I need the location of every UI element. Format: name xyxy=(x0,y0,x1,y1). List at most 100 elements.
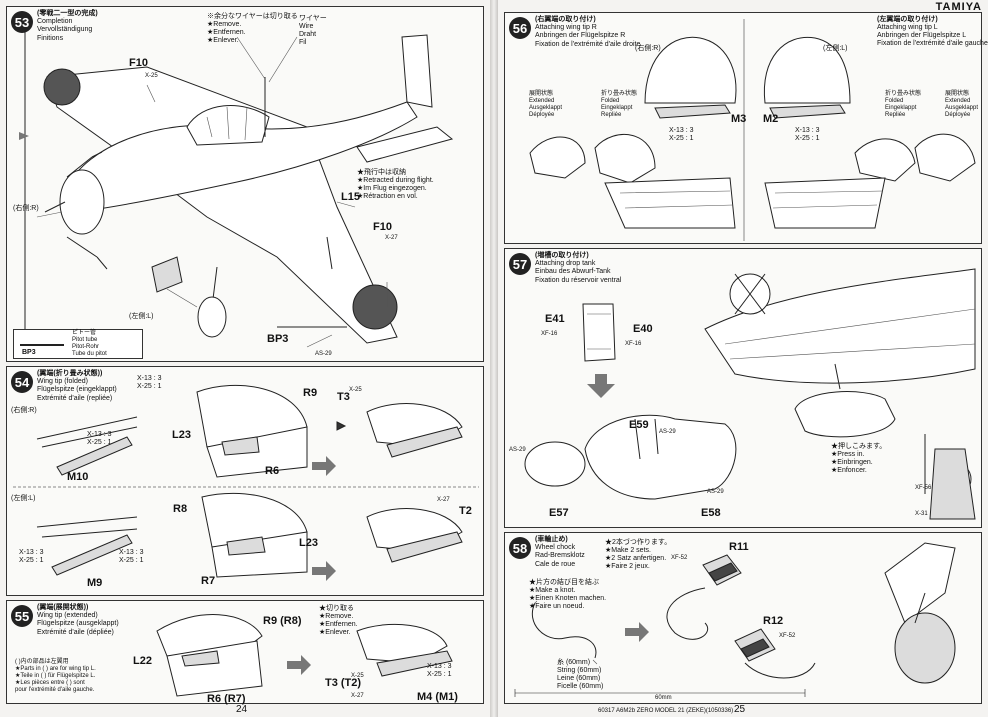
part-f10: F10 xyxy=(129,57,148,69)
extended-label-r: 展開状態 Extended Ausgeklappt Déployée xyxy=(529,91,563,118)
step-number: 55 xyxy=(11,605,33,627)
left-side-label: (左側:L) xyxy=(823,45,848,52)
press-note: ★押しこみます。 ★Press in. ★Einbringen. ★Enfonc… xyxy=(831,443,887,474)
step-number: 58 xyxy=(509,537,531,559)
paint-xf52-b: XF-52 xyxy=(779,633,796,639)
step-53-panel: 53 (零戦二一型の完成) Completion Vervollständigu… xyxy=(6,6,484,362)
mix-note-2: X-13 : 3 X-25 : 1 xyxy=(87,431,112,446)
right-page: TAMIYA 56 (右翼端の取り付け) Attaching wing tip … xyxy=(498,0,988,717)
left-side-label: (左側:L) xyxy=(11,495,36,502)
paint-x31: X-31 xyxy=(915,511,928,517)
right-side-label: (右側:R) xyxy=(13,205,39,212)
step-57-panel: 57 (増槽の取り付け) Attaching drop tank Einbau … xyxy=(504,248,982,528)
mix-note-1: X-13 : 3 X-25 : 1 xyxy=(137,375,162,390)
part-t2: T2 xyxy=(459,505,472,517)
part-f10-b: F10 xyxy=(373,221,392,233)
step-title: (翼端(折り畳み状態)) Wing tip (folded) Flügelspi… xyxy=(37,370,117,402)
retract-note: ★飛行中は収納 ★Retracted during flight. ★Im Fl… xyxy=(357,169,434,200)
mix-note-4: X-13 : 3 X-25 : 1 xyxy=(119,549,144,564)
part-e57: E57 xyxy=(549,507,569,519)
folded-label-l: 折り畳み状態 Folded Eingeklappt Repliée xyxy=(885,91,922,118)
paint-x27: X-27 xyxy=(351,693,364,699)
wing-tip-extended-drawing xyxy=(156,614,453,697)
step-title-right: (右翼端の取り付け) Attaching wing tip R Anbringe… xyxy=(535,16,641,48)
step-number: 56 xyxy=(509,17,531,39)
part-r11: R11 xyxy=(729,541,749,553)
part-r8: R8 xyxy=(173,503,188,515)
pitot-legend: BP3 ピトー管 Pitot tube Pitot-Rohr Tube du p… xyxy=(13,329,143,359)
part-m4-m1: M4 (M1) xyxy=(417,691,458,703)
part-t3-t2: T3 (T2) xyxy=(325,677,362,689)
part-l15: L15 xyxy=(341,191,360,203)
paint-as29-c: AS-29 xyxy=(707,489,724,495)
mix-note: X-13 : 3 X-25 : 1 xyxy=(427,663,452,678)
book-gutter xyxy=(490,0,498,717)
part-r6: R6 xyxy=(265,465,280,477)
right-side-label: (右側:R) xyxy=(11,407,37,414)
mix-note-l: X-13 : 3 X-25 : 1 xyxy=(795,127,820,142)
mix-note-r: X-13 : 3 X-25 : 1 xyxy=(669,127,694,142)
part-r9: R9 xyxy=(303,387,318,399)
part-m2: M2 xyxy=(763,113,779,125)
part-r7: R7 xyxy=(201,575,216,587)
part-m9: M9 xyxy=(87,577,103,589)
step-title-left: (左翼端の取り付け) Attaching wing tip L Anbringe… xyxy=(877,16,988,47)
step-58-panel: 58 (車輪止め) Wheel chock Rad-Bremsklotz Cal… xyxy=(504,532,982,704)
make-sets-note: ★2本づつ作ります。 ★Make 2 sets. ★2 Satz anferti… xyxy=(605,539,672,570)
page-number-right: 25 xyxy=(734,704,746,715)
wing-tip-folded-drawing xyxy=(13,384,479,581)
drop-tank-drawing xyxy=(524,268,976,520)
aircraft-drawing xyxy=(19,27,454,357)
part-l23-b: L23 xyxy=(299,537,318,549)
paint-xf16-b: XF-16 xyxy=(625,341,642,347)
parts-note: ( )内の部品は左翼用 ★Parts in ( ) are for wing t… xyxy=(15,659,96,693)
part-t3: T3 xyxy=(337,391,350,403)
scale-label: 60mm xyxy=(655,695,672,701)
mix-note-3: X-13 : 3 X-25 : 1 xyxy=(19,549,44,564)
step-title: (増槽の取り付け) Attaching drop tank Einbau des… xyxy=(535,252,622,284)
remove-note: ★切り取る ★Remove. ★Entfernen. ★Enlever. xyxy=(319,605,358,636)
paint-as29-b: AS-29 xyxy=(509,447,526,453)
part-l22: L22 xyxy=(133,655,152,667)
wing-tip-attach-drawing xyxy=(529,19,976,241)
paint-x25: X-25 xyxy=(351,673,364,679)
knot-note: ★片方の結び目を結ぶ ★Make a knot. ★Einen Knoten m… xyxy=(529,579,607,610)
paint-xf52: XF-52 xyxy=(671,555,688,561)
left-side-label: (左側:L) xyxy=(129,313,154,320)
part-r9-r8: R9 (R8) xyxy=(263,615,302,627)
paint-x25: X-25 xyxy=(145,73,158,79)
wire-label: ワイヤー Wire Draht Fil xyxy=(299,15,327,46)
paint-x27: X-27 xyxy=(437,497,450,503)
page-number-left: 24 xyxy=(236,704,248,715)
remove-note: ※余分なワイヤーは切り取る ★Remove. ★Entfernen. ★Enle… xyxy=(207,13,298,44)
part-e58: E58 xyxy=(701,507,721,519)
paint-as29: AS-29 xyxy=(659,429,676,435)
paint-xf56: XF-56 xyxy=(915,485,932,491)
step-title: (翼端(展開状態)) Wing tip (extended) Flügelspi… xyxy=(37,604,119,636)
part-r12: R12 xyxy=(763,615,784,627)
paint-x25: X-25 xyxy=(349,387,362,393)
wheel-chock-drawing xyxy=(514,542,956,697)
paint-xf16: XF-16 xyxy=(541,331,558,337)
step-title: (車輪止め) Wheel chock Rad-Bremsklotz Cale d… xyxy=(535,536,585,568)
right-side-label: (右側:R) xyxy=(635,45,661,52)
extended-label-l: 展開状態 Extended Ausgeklappt Déployée xyxy=(945,91,979,118)
left-page: 53 (零戦二一型の完成) Completion Vervollständigu… xyxy=(0,0,490,717)
brand-logo: TAMIYA xyxy=(935,1,982,13)
step-number: 54 xyxy=(11,371,33,393)
folded-label-r: 折り畳み状態 Folded Eingeklappt Repliée xyxy=(601,91,638,118)
part-bp3: BP3 xyxy=(267,333,289,345)
paint-as29: AS-29 xyxy=(315,351,332,357)
part-m10: M10 xyxy=(67,471,89,483)
footer-model: 60317 A6M2b ZERO MODEL 21 (ZEKE)(1050336… xyxy=(598,708,734,714)
part-r6-r7: R6 (R7) xyxy=(207,693,246,705)
step-title: (零戦二一型の完成) Completion Vervollständigung … xyxy=(37,10,98,42)
part-l23: L23 xyxy=(172,429,191,441)
step-55-panel: 55 (翼端(展開状態)) Wing tip (extended) Flügel… xyxy=(6,600,484,705)
part-m3: M3 xyxy=(731,113,747,125)
step-number: 57 xyxy=(509,253,531,275)
step-54-panel: 54 (翼端(折り畳み状態)) Wing tip (folded) Flügel… xyxy=(6,366,484,596)
step-56-panel: 56 (右翼端の取り付け) Attaching wing tip R Anbri… xyxy=(504,12,988,244)
part-e41: E41 xyxy=(545,313,565,325)
step-number: 53 xyxy=(11,11,33,33)
